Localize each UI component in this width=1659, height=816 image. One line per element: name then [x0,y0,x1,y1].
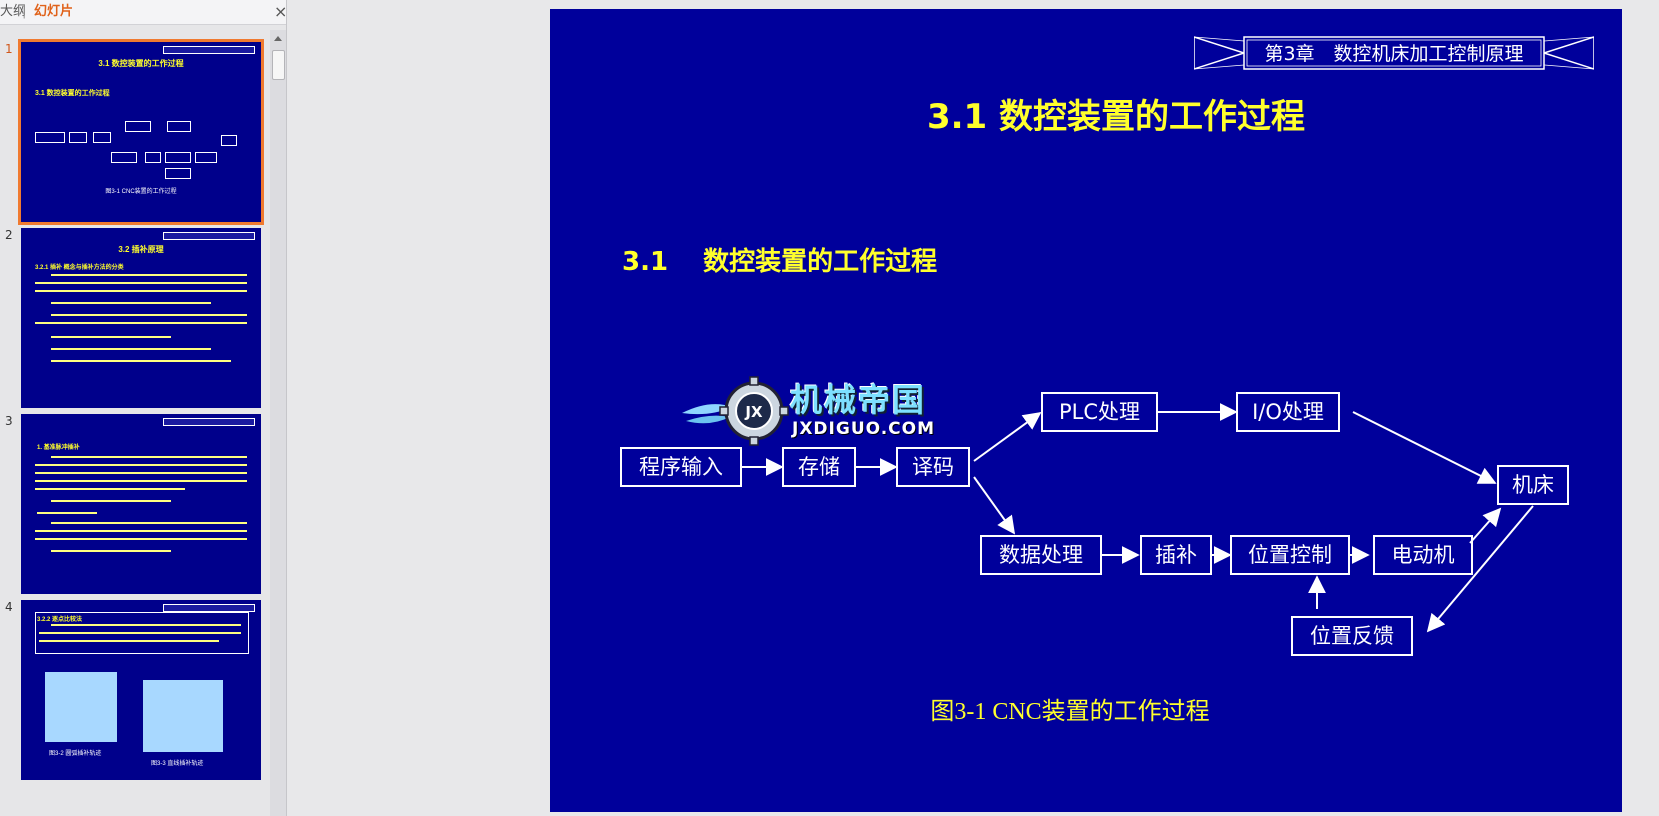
figure-caption: 图3-1 CNC装置的工作过程 [930,699,1210,725]
thumbnail-number: 4 [5,600,13,614]
mini-arc-plot [45,672,117,742]
mini-node [145,152,161,163]
mini-node [167,121,191,132]
close-icon[interactable]: × [274,2,288,21]
mini-text-line [35,464,247,466]
mini-text-line [51,274,247,276]
slide-title: 3.1 数控装置的工作过程 [926,97,1306,137]
mini-text-line [51,500,171,502]
node-decode: 译码 [896,447,970,487]
mini-text-line [35,472,247,474]
thumbnail-scrollbar[interactable] [270,30,286,816]
mini-node [69,132,87,143]
thumbnail-number: 3 [5,414,13,428]
svg-text:JX: JX [744,403,763,421]
node-data-processing: 数据处理 [980,535,1102,575]
mini-text-line [51,302,211,304]
mini-node [221,135,237,146]
mini-subtitle: 3.1 数控装置的工作过程 [35,90,110,97]
mini-text-line [35,290,247,292]
arrow-decode-plc [973,411,1042,462]
arrow-motor-machine [1469,507,1502,544]
mini-title: 3.2 插补原理 [118,245,164,254]
slide-thumbnail-4[interactable]: 3.2.2 逐点比较法 图3-2 圆弧插补轨迹 图3-3 直线插补轨迹 [21,600,261,780]
node-storage: 存储 [782,447,856,487]
mini-subtitle: 3.2.2 逐点比较法 [37,617,83,623]
mini-text-line [39,640,219,642]
mini-banner [163,232,255,240]
mini-banner [163,418,255,426]
tab-outline[interactable]: 大纲 [0,4,27,19]
mini-node [111,152,137,163]
mini-node [35,132,65,143]
slide-thumbnail-2[interactable]: 3.2 插补原理 3.2.1 插补 概念与插补方法的分类 [21,228,261,408]
arrow-machine-feedback [1426,505,1534,633]
node-plc: PLC处理 [1041,392,1158,432]
node-position-control: 位置控制 [1230,535,1350,575]
arrow-decode-data [973,476,1016,535]
mini-text-line [51,314,247,316]
mini-text-line [51,522,247,524]
mini-title: 3.1 数控装置的工作过程 [98,59,184,68]
slides-panel: 大纲 | 幻灯片 × 1 3.1 数控装置的工作过程 3.1 数控装置的工作过程… [0,0,287,816]
chapter-banner-ribbon [1194,36,1594,70]
thumbnail-list: 1 3.1 数控装置的工作过程 3.1 数控装置的工作过程 图3-1 CNC装置… [0,26,270,816]
slide-canvas[interactable]: 第3章 数控机床加工控制原理 3.1 数控装置的工作过程 3.1 数控装置的工作… [550,9,1622,812]
node-position-feedback: 位置反馈 [1291,616,1413,656]
mini-node [165,168,191,179]
mini-text-line [37,512,97,514]
tab-separator: | [22,4,27,19]
tab-slides[interactable]: 幻灯片 [34,4,74,19]
mini-text-frame [35,612,249,654]
mini-text-line [51,456,247,458]
node-program-input: 程序输入 [620,447,742,487]
mini-caption: 图3-1 CNC装置的工作过程 [105,189,177,195]
mini-node [195,152,217,163]
node-interpolation: 插补 [1140,535,1212,575]
mini-text-line [51,348,211,350]
mini-banner [163,604,255,612]
watermark-logo: JX 机械帝国 JXDIGUO.COM [680,373,980,451]
slide-thumbnail-3[interactable]: 1. 基准脉冲插补 [21,414,261,594]
mini-node [125,121,151,132]
scroll-thumb[interactable] [272,50,285,80]
mini-node [165,152,191,163]
mini-caption: 图3-2 圆弧插补轨迹 [49,751,102,757]
mini-text-line [51,624,241,626]
mini-text-line [35,488,185,490]
node-io: I/O处理 [1236,392,1340,432]
chapter-banner-text: 第3章 数控机床加工控制原理 [1264,43,1524,65]
node-motor: 电动机 [1373,535,1473,575]
mini-text-line [35,480,247,482]
mini-text-line [51,550,171,552]
node-machine: 机床 [1497,465,1569,505]
flow-arrows [742,403,1534,633]
gear-icon: JX [682,376,789,446]
mini-text-line [35,282,247,284]
arrow-io-machine [1352,411,1497,484]
thumbnail-number: 2 [5,228,13,242]
panel-header: 大纲 | 幻灯片 × [0,0,288,25]
mini-text-line [35,530,247,532]
mini-text-line [35,322,247,324]
mini-node [93,132,111,143]
mini-subtitle: 1. 基准脉冲插补 [37,445,80,451]
scroll-up-icon[interactable] [274,36,282,41]
mini-banner [163,46,255,54]
watermark-cn-text: 机械帝国 [790,381,927,419]
mini-text-line [51,360,231,362]
slide-thumbnail-1[interactable]: 3.1 数控装置的工作过程 3.1 数控装置的工作过程 图3-1 CNC装置的工… [18,39,264,225]
mini-line-plot [143,680,223,752]
mini-caption: 图3-3 直线插补轨迹 [151,761,204,767]
watermark-en-text: JXDIGUO.COM [792,419,936,439]
mini-subtitle: 3.2.1 插补 概念与插补方法的分类 [35,265,124,271]
section-heading: 3.1 数控装置的工作过程 [622,247,938,277]
mini-text-line [39,632,241,634]
mini-text-line [51,336,171,338]
mini-text-line [35,538,247,540]
thumbnail-number: 1 [5,42,13,56]
